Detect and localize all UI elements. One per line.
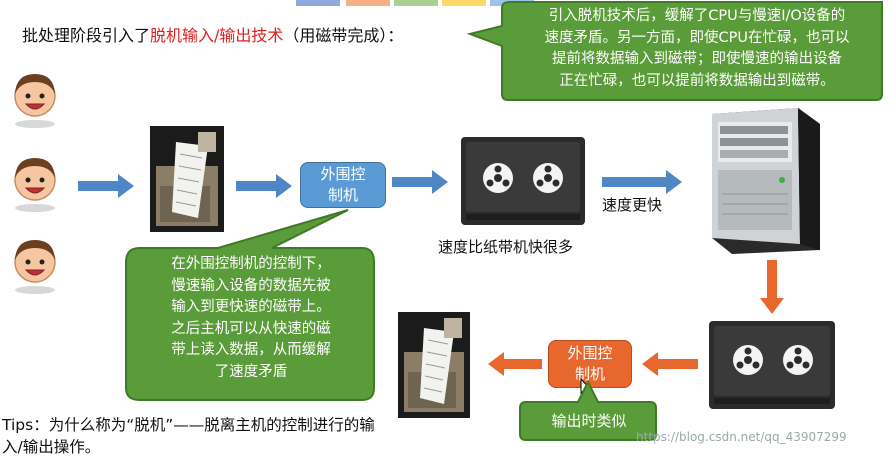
printer-icon [398, 312, 470, 418]
arrow-right-icon [236, 174, 292, 198]
title-highlight: 脱机输入/输出技术 [150, 26, 284, 45]
face-icon [14, 74, 56, 128]
tape-drive-icon [709, 321, 835, 409]
arrow-right-icon [78, 174, 134, 198]
arrow-left-icon [642, 352, 698, 376]
label-speed-faster: 速度更快 [602, 196, 663, 214]
face-icon [14, 158, 56, 212]
bubble-top-text: 引入脱机技术后，缓解了CPU与慢速I/O设备的 速度矛盾。另一方面，即使CPU在… [544, 8, 850, 89]
arrow-down-icon [760, 260, 784, 314]
bubble-left-text: 在外围控制机的控制下， 慢速输入设备的数据先被 输入到更快速的磁带上。 之后主机… [171, 256, 331, 380]
arrow-left-icon [488, 352, 542, 376]
title-prefix: 批处理阶段引入了 [22, 26, 151, 45]
peripheral-controller-box: 外围控 制机 [300, 162, 386, 208]
label-tape-fast: 速度比纸带机快很多 [438, 238, 574, 256]
tips-text: Tips：为什么称为“脱机”——脱离主机的控制进行的输入/输出操作。 [2, 416, 375, 456]
server-tower-icon [712, 108, 820, 254]
bubble-output-text: 输出时类似 [551, 412, 627, 430]
watermark: https://blog.csdn.net/qq_43907299 [636, 430, 847, 444]
bubble-output-shape [519, 380, 657, 441]
arrow-right-icon [392, 170, 448, 194]
arrow-right-icon [602, 170, 682, 194]
printer-icon [150, 126, 224, 232]
bubble-left-shape [125, 209, 375, 401]
title-suffix: （用磁带完成）： [283, 26, 404, 45]
tape-drive-icon [461, 137, 585, 225]
page-title: 批处理阶段引入了脱机输入/输出技术（用磁带完成）： [22, 22, 403, 46]
face-icon [14, 240, 56, 294]
bubble-top-shape [466, 0, 883, 101]
